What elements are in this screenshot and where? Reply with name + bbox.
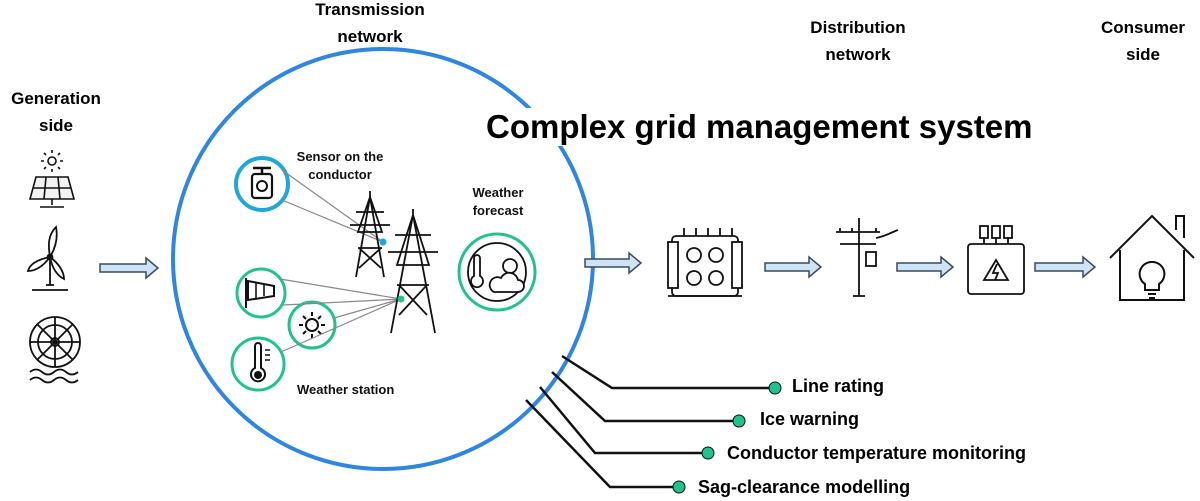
- arrow-to-consumer: [1034, 255, 1097, 279]
- arrow-transmission-to-transformer: [584, 251, 643, 275]
- weather-station-label: Weather station: [297, 382, 395, 397]
- output-line-rating: Line rating: [792, 376, 885, 396]
- solar-panel-icon: [28, 150, 76, 208]
- utility-pole-icon: [836, 218, 899, 297]
- diagram-title: Complex grid management system: [482, 108, 1037, 146]
- wind-turbine-icon: [26, 225, 68, 291]
- output-conductor-temperature: Conductor temperature monitoring: [727, 443, 1027, 463]
- windsock-icon: [235, 267, 287, 319]
- output-sag-clearance: Sag-clearance modelling: [698, 477, 911, 497]
- arrow-transformer-to-pole: [764, 255, 823, 279]
- sun-icon: [287, 300, 337, 350]
- weather-point-dot: [397, 295, 405, 303]
- flow-arrows: [99, 251, 1097, 280]
- sensor-connectors: [279, 169, 402, 353]
- smart-home-icon: [1109, 214, 1195, 301]
- arrow-pole-to-distribution-transformer: [896, 255, 955, 279]
- water-wheel-icon: [29, 316, 81, 384]
- output-leader-lines: [525, 354, 773, 489]
- sensor-point-dot: [379, 238, 387, 246]
- transmission-towers-icon: [350, 191, 438, 334]
- distribution-transformer-icon: [967, 225, 1025, 295]
- thermometer-icon: [230, 336, 286, 392]
- output-ice-warning: Ice warning: [760, 409, 860, 429]
- arrow-generation-to-transmission: [99, 256, 160, 280]
- output-dots: [672, 381, 782, 494]
- conductor-sensor-icon: [234, 156, 290, 212]
- weather-forecast-icon: [457, 232, 537, 312]
- transformer-icon: [667, 228, 743, 297]
